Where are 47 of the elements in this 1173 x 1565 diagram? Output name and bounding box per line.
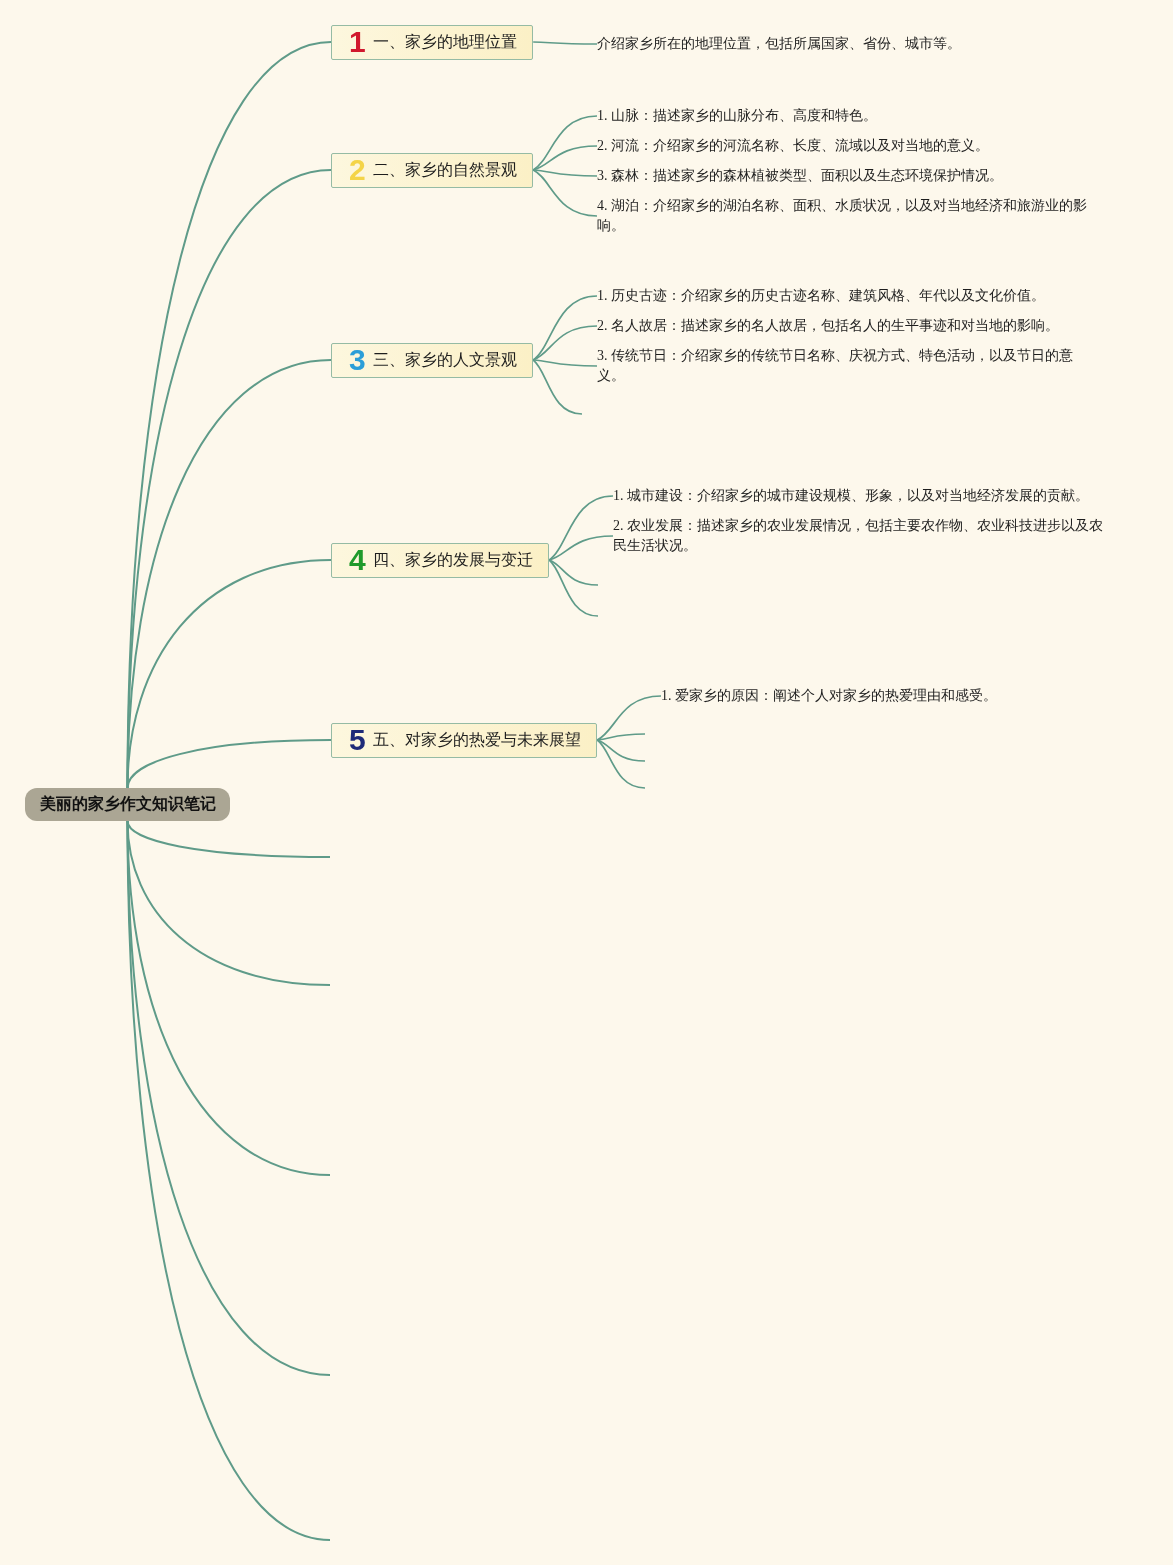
- branch-line: [532, 41, 598, 45]
- branch-line: [548, 559, 599, 586]
- branch-line: [126, 359, 332, 789]
- topic-box: [331, 152, 533, 188]
- branch-line: [548, 559, 599, 617]
- branch-line: [126, 820, 331, 858]
- branch-line: [548, 495, 614, 561]
- note-text: 1. 爱家乡的原因：阐述个人对家乡的热爱理由和感受。: [661, 686, 1101, 706]
- branch-line: [532, 115, 598, 171]
- topic-box: [331, 342, 533, 378]
- branch-line: [596, 733, 646, 741]
- topic-title: 二、家乡的自然景观: [372, 160, 517, 180]
- topic-box: [331, 24, 533, 60]
- topic-number: 2: [349, 155, 366, 185]
- note-text: 3. 森林：描述家乡的森林植被类型、面积以及生态环境保护情况。: [597, 166, 1097, 186]
- topic-title: 三、家乡的人文景观: [372, 350, 517, 370]
- topic-title: 一、家乡的地理位置: [372, 32, 517, 52]
- note-text: 4. 湖泊：介绍家乡的湖泊名称、面积、水质状况，以及对当地经济和旅游业的影响。: [597, 196, 1097, 236]
- branch-line: [532, 325, 598, 361]
- branch-line: [596, 695, 662, 741]
- topic-box: [331, 722, 597, 758]
- branch-line: [596, 739, 646, 762]
- note-text: 2. 河流：介绍家乡的河流名称、长度、流域以及对当地的意义。: [597, 136, 1097, 156]
- branch-line: [532, 169, 598, 217]
- branch-line: [532, 359, 598, 367]
- branch-line: [596, 739, 646, 789]
- topic-number: 5: [349, 725, 366, 755]
- note-text: 2. 名人故居：描述家乡的名人故居，包括名人的生平事迹和对当地的影响。: [597, 316, 1097, 336]
- topic-number: 4: [349, 545, 366, 575]
- branch-line: [126, 739, 332, 789]
- central-topic: 美丽的家乡作文知识笔记: [25, 788, 230, 821]
- branch-line: [532, 295, 598, 361]
- topic-title: 五、对家乡的热爱与未来展望: [372, 730, 581, 750]
- note-text: 2. 农业发展：描述家乡的农业发展情况，包括主要农作物、农业科技进步以及农民生活状况。: [613, 516, 1108, 556]
- note-text: 1. 城市建设：介绍家乡的城市建设规模、形象，以及对当地经济发展的贡献。: [613, 486, 1108, 506]
- topic-number: 1: [349, 27, 366, 57]
- topic-number: 3: [349, 345, 366, 375]
- note-text: 介绍家乡所在的地理位置，包括所属国家、省份、城市等。: [597, 34, 1097, 54]
- note-text: 1. 历史古迹：介绍家乡的历史古迹名称、建筑风格、年代以及文化价值。: [597, 286, 1097, 306]
- branch-line: [548, 535, 614, 561]
- topic-title: 四、家乡的发展与变迁: [372, 550, 533, 570]
- topic-box: [331, 542, 549, 578]
- branch-line: [532, 145, 598, 171]
- branch-line: [532, 169, 598, 177]
- note-text: 3. 传统节日：介绍家乡的传统节日名称、庆祝方式、特色活动，以及节日的意义。: [597, 346, 1077, 386]
- note-text: 1. 山脉：描述家乡的山脉分布、高度和特色。: [597, 106, 1097, 126]
- branch-line: [532, 359, 583, 415]
